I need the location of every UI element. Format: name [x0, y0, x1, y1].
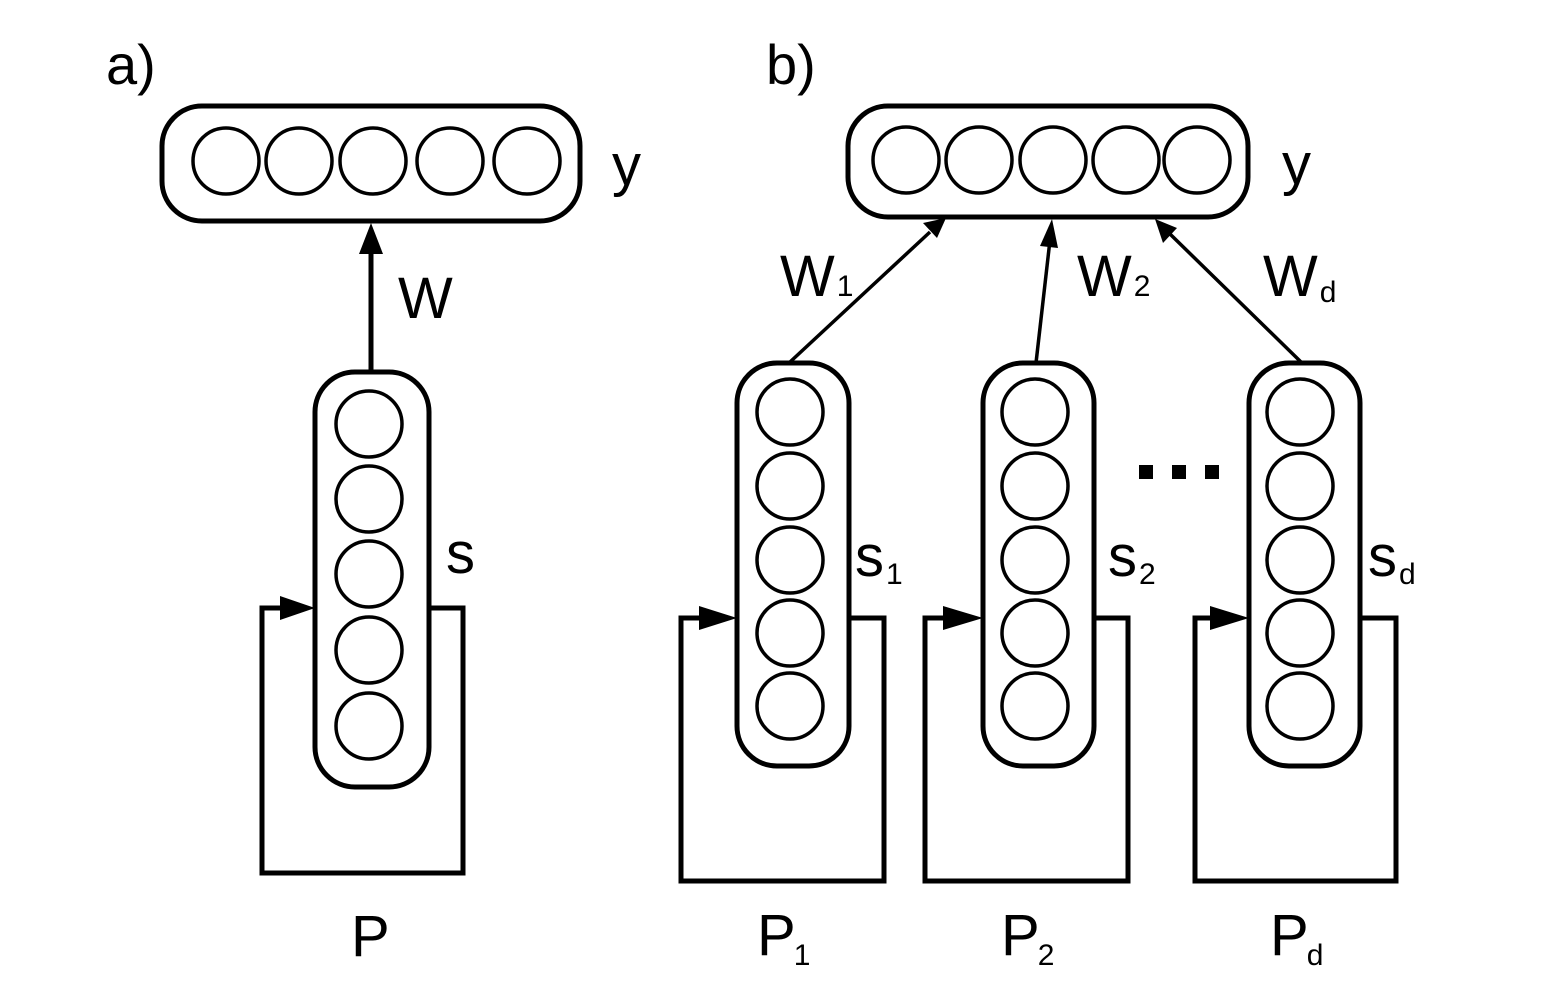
output-label: y: [1282, 132, 1311, 197]
reservoir-box: [980, 360, 1097, 769]
recurrence-loop-1: [678, 606, 887, 884]
reservoir-node: [1265, 451, 1335, 521]
output-node: [1018, 125, 1088, 195]
output-layer-box: [845, 103, 1251, 220]
weight-label-1: W1: [780, 244, 853, 309]
readout-arrow-2: [1034, 219, 1058, 364]
reservoir-node: [1000, 671, 1070, 741]
recurrence-label: P: [351, 904, 390, 969]
reservoir-node: [755, 525, 825, 595]
output-node: [191, 126, 261, 196]
output-node: [944, 125, 1014, 195]
weight-label-d: Wd: [1263, 244, 1336, 309]
reservoir-node: [1000, 377, 1070, 447]
recurrence-loop-d: [1192, 606, 1399, 884]
reservoir-node: [755, 451, 825, 521]
recurrence-label-2: P2: [1001, 903, 1054, 972]
readout-arrow-1: [788, 218, 946, 364]
ellipsis: [1139, 465, 1219, 479]
reservoir-node: [334, 389, 404, 459]
output-node: [338, 126, 408, 196]
reservoir-1: [734, 360, 852, 769]
output-label: y: [612, 133, 641, 198]
reservoir-box: [734, 360, 852, 769]
reservoir-node: [1265, 377, 1335, 447]
reservoir-2: [980, 360, 1097, 769]
output-layer: [159, 103, 583, 224]
reservoir-node: [755, 598, 825, 668]
weight-label: W: [398, 266, 453, 331]
reservoir-node: [334, 615, 404, 685]
reservoir-node: [755, 671, 825, 741]
reservoir-node: [334, 464, 404, 534]
state-label-2: s2: [1108, 524, 1156, 591]
reservoir-box: [1246, 360, 1363, 769]
reservoir-node: [1000, 525, 1070, 595]
output-node: [871, 125, 941, 195]
readout-arrow-d: [1155, 219, 1303, 364]
recurrence-label-1: P1: [757, 903, 810, 972]
reservoir-box: [312, 369, 432, 790]
reservoir-node: [334, 539, 404, 609]
output-node: [415, 126, 485, 196]
reservoir-node: [1265, 598, 1335, 668]
output-node: [264, 126, 334, 196]
reservoir: [312, 369, 432, 790]
reservoir-node: [1265, 525, 1335, 595]
state-label-1: s1: [855, 524, 903, 591]
reservoir-node: [1000, 598, 1070, 668]
reservoir-node: [1000, 451, 1070, 521]
panel-b: b) y W1 W2 Wd: [678, 33, 1416, 972]
panel-a-label: a): [106, 33, 156, 96]
output-node: [1162, 125, 1232, 195]
state-label: s: [446, 521, 475, 586]
output-node: [1091, 125, 1161, 195]
panel-a: a) y W s: [106, 33, 641, 969]
reservoir-node: [755, 377, 825, 447]
output-layer: [845, 103, 1251, 220]
state-label-d: sd: [1368, 524, 1416, 591]
recurrence-loop-2: [922, 606, 1131, 884]
panel-b-label: b): [766, 33, 816, 96]
recurrence-label-d: Pd: [1270, 903, 1323, 972]
recurrence-loop: [259, 596, 466, 876]
output-layer-box: [159, 103, 583, 224]
output-node: [492, 126, 562, 196]
readout-arrow: [359, 223, 383, 372]
reservoir-d: [1246, 360, 1363, 769]
reservoir-node: [1265, 671, 1335, 741]
weight-label-2: W2: [1077, 244, 1150, 309]
reservoir-node: [334, 691, 404, 761]
